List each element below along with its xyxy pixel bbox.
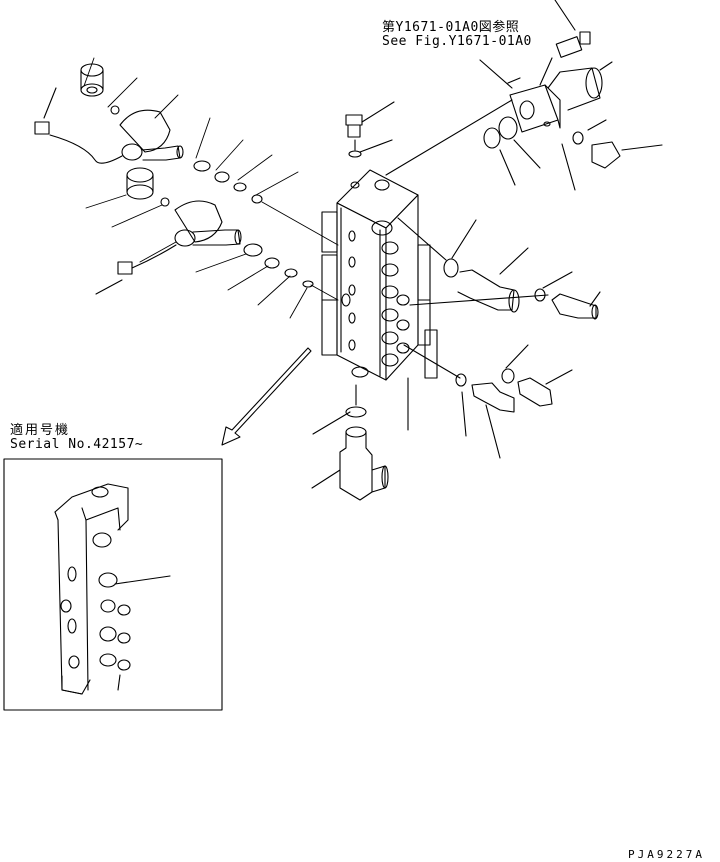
solenoid-valve-upper — [34, 63, 184, 164]
reference-note-japanese: 第Y1671-01A0図参照 — [382, 20, 520, 35]
leader-lines-left — [83, 57, 339, 319]
top-plug — [345, 101, 395, 158]
solenoid-assembly-right — [385, 0, 663, 191]
o-rings-left — [193, 160, 314, 288]
serial-note-japanese: 適用号機 — [10, 423, 71, 438]
reference-note-english: See Fig.Y1671-01A0 — [382, 34, 532, 49]
right-fittings — [397, 217, 601, 459]
valve-block — [321, 169, 438, 381]
serial-detail-box — [3, 458, 223, 711]
solenoid-valve-lower — [95, 167, 242, 295]
callout-arrow — [221, 347, 312, 446]
serial-note-english: Serial No.42157~ — [10, 437, 144, 452]
bottom-elbow — [311, 384, 389, 501]
drawing-number: PJA9227A — [628, 848, 705, 861]
